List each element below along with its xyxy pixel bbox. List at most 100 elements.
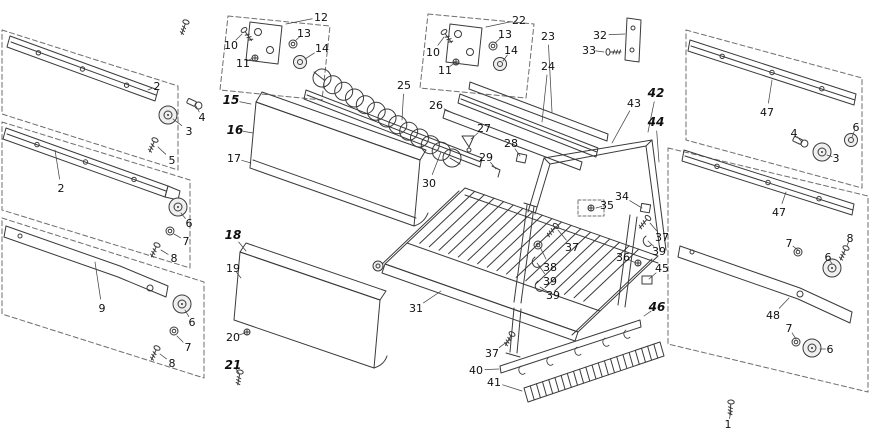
leader-line: [791, 332, 797, 340]
part-label-34: 34: [615, 190, 629, 203]
part-label-4: 4: [199, 111, 206, 124]
leader-line: [157, 146, 167, 155]
part-label-38: 38: [543, 261, 557, 274]
screw-part-37b: [636, 213, 653, 231]
part-label-8: 8: [171, 252, 178, 265]
part-label-6: 6: [827, 343, 834, 356]
leader-line: [502, 54, 508, 62]
leader-line: [449, 61, 457, 67]
rails-23-24-26: [442, 81, 609, 171]
part-label-37: 37: [655, 231, 669, 244]
part-label-43: 43: [627, 97, 641, 110]
roller-bracket-assembly-22: [439, 23, 507, 71]
part-label-7: 7: [183, 235, 190, 248]
leader-line: [548, 44, 553, 113]
part-label-22: 22: [512, 14, 526, 27]
part-label-15: 15: [223, 93, 240, 107]
part-label-33: 33: [582, 44, 596, 57]
part-label-40: 40: [469, 364, 483, 377]
part-label-7: 7: [786, 322, 793, 335]
leader-line: [656, 130, 660, 163]
washer-part-13: [288, 39, 298, 49]
leader-line: [401, 93, 404, 121]
leader-line: [490, 162, 497, 170]
leader-line: [595, 50, 605, 53]
bolt-part-35: [587, 204, 595, 212]
dashed-box-left-2: [1, 121, 191, 269]
part-label-47: 47: [760, 106, 774, 119]
part-label-32: 32: [593, 29, 607, 42]
rail-part-2-top: [6, 35, 159, 102]
leader-line: [239, 101, 252, 105]
leader-line: [94, 261, 101, 300]
part-label-47: 47: [772, 206, 786, 219]
part-label-6: 6: [186, 217, 193, 230]
part-label-27: 27: [477, 122, 491, 135]
leader-line: [470, 132, 479, 140]
part-label-25: 25: [397, 79, 411, 92]
leader-line: [792, 245, 799, 251]
wheel-part-6-lower: [172, 294, 192, 314]
leader-line: [484, 368, 500, 370]
leader-line: [294, 36, 301, 42]
part-label-10: 10: [426, 46, 440, 59]
part-label-31: 31: [409, 302, 423, 315]
part-label-6: 6: [189, 316, 196, 329]
part-label-48: 48: [766, 309, 780, 322]
comb-strip-part-41: [523, 341, 665, 403]
basket-ribs: [419, 190, 640, 302]
leader-line: [846, 241, 849, 247]
screw-part-37a: [544, 221, 561, 239]
roller-part-6-top: [844, 133, 858, 147]
part-label-39: 39: [546, 289, 560, 302]
screw-part-37c: [502, 330, 517, 348]
leader-line: [242, 130, 254, 134]
frame-arch-42-43-44: [527, 139, 667, 252]
part-label-7: 7: [786, 237, 793, 250]
washer-part-7-lower: [169, 326, 179, 336]
leader-line: [54, 149, 60, 180]
leader-line: [796, 136, 802, 142]
leader-line: [595, 205, 603, 209]
leader-line: [147, 87, 154, 91]
leader-line: [443, 108, 456, 115]
leader-line: [173, 233, 181, 239]
support-post-right: [617, 214, 638, 308]
wheel-part-6-upper: [168, 197, 188, 217]
leader-line: [514, 148, 521, 157]
dashed-box-right-1: [685, 29, 863, 189]
leader-line: [536, 262, 546, 275]
part-label-42: 42: [647, 86, 665, 100]
part-label-1: 1: [725, 418, 732, 431]
washer-part-7c: [793, 247, 803, 257]
screw-top-left: [178, 18, 191, 36]
part-label-8: 8: [847, 232, 854, 245]
bolt-part-20: [243, 328, 251, 336]
washer-part-13b: [488, 41, 498, 51]
leader-line: [648, 272, 657, 280]
hook-part-39c: [642, 235, 652, 247]
leader-line: [781, 191, 787, 204]
leader-line: [649, 222, 657, 232]
bracket-part-29: [491, 165, 501, 178]
dashed-box-22: [419, 13, 535, 99]
leader-line: [285, 18, 313, 25]
leader-line: [247, 57, 254, 62]
dashed-box-12: [219, 15, 331, 101]
panel-assembly-15-16-17: [249, 91, 429, 227]
leader-line: [541, 74, 548, 123]
leader-line: [647, 240, 655, 247]
part-label-8: 8: [169, 357, 176, 370]
funnel-part-27: [461, 135, 475, 148]
screw-part-5: [146, 136, 160, 154]
leader-line: [195, 105, 200, 113]
screw-part-10b: [439, 28, 455, 45]
clip-part-45: [641, 275, 653, 285]
washer-part-7-upper: [165, 226, 175, 236]
dashed-group-boxes: [1, 13, 869, 393]
part-label-37: 37: [485, 347, 499, 360]
part-label-46: 46: [648, 300, 666, 314]
leader-line: [557, 229, 567, 241]
roller-part-14: [293, 55, 307, 69]
